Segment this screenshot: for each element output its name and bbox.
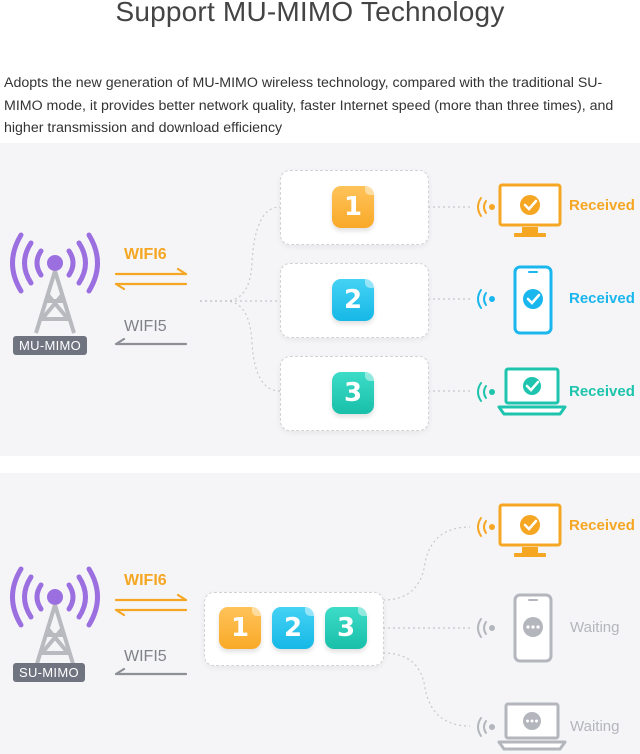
signal-icon: [477, 517, 495, 537]
phone-icon: [513, 265, 553, 335]
page-title: Support MU-MIMO Technology: [115, 0, 505, 27]
packet-2: 2: [272, 607, 314, 649]
su-mimo-badge: SU-MIMO: [13, 663, 85, 682]
packet-queue-box: 1 2 3: [204, 592, 384, 666]
packet-box-3: 3: [280, 356, 429, 431]
tower-icon: [10, 566, 100, 668]
device-1-status: Received: [569, 197, 635, 214]
packet-2: 2: [332, 279, 374, 321]
tower-icon: [10, 232, 100, 334]
packet-3: 3: [325, 607, 367, 649]
laptop-icon: [497, 702, 567, 751]
device-2-status: Received: [569, 290, 635, 307]
signal-icon: [477, 382, 495, 402]
wifi5-label: WIFI5: [124, 648, 167, 665]
wifi6-label: WIFI6: [124, 572, 167, 589]
signal-icon: [477, 289, 495, 309]
laptop-icon: [497, 367, 567, 416]
wifi6-arrows: [114, 593, 188, 617]
device-3-status: Waiting: [570, 718, 620, 735]
phone-icon: [513, 593, 553, 663]
su-connector-lines: [382, 526, 471, 727]
mu-mimo-badge: MU-MIMO: [13, 336, 88, 355]
intro-text: Adopts the new generation of MU-MIMO wir…: [4, 75, 614, 136]
signal-icon: [477, 717, 495, 737]
packet-box-2: 2: [280, 263, 429, 338]
monitor-icon: [498, 183, 562, 237]
monitor-icon: [498, 503, 562, 557]
su-mimo-panel: SU-MIMO WIFI6 WIFI5 1 2 3 Received Waiti…: [0, 473, 640, 754]
packet-box-1: 1: [280, 170, 429, 245]
signal-icon: [477, 618, 495, 638]
device-1-status: Received: [569, 517, 635, 534]
packet-3: 3: [332, 372, 374, 414]
mu-connector-lines: [200, 206, 470, 392]
packet-1: 1: [219, 607, 261, 649]
signal-icon: [477, 197, 495, 217]
mu-mimo-panel: MU-MIMO WIFI6 WIFI5 1 2 3 Received: [0, 143, 640, 456]
wifi6-label: WIFI6: [124, 246, 167, 263]
packet-1: 1: [332, 186, 374, 228]
device-2-status: Waiting: [570, 619, 620, 636]
wifi5-label: WIFI5: [124, 318, 167, 335]
wifi5-arrow: [114, 337, 188, 346]
wifi5-arrow: [114, 667, 188, 676]
device-3-status: Received: [569, 383, 635, 400]
wifi6-arrows: [114, 267, 188, 291]
